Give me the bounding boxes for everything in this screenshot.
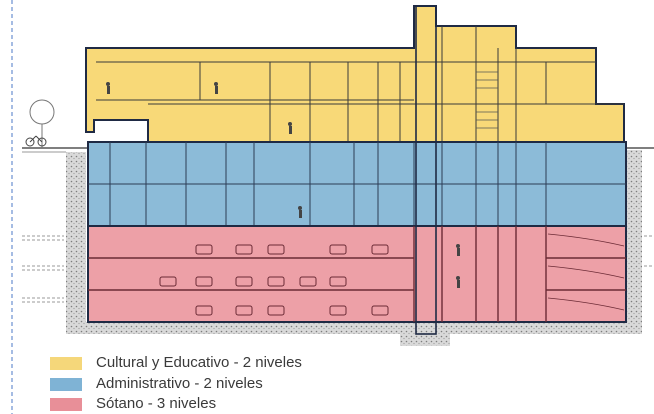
legend-swatch-sotano <box>50 398 82 411</box>
ground-section <box>22 147 654 346</box>
person-icon <box>106 82 460 288</box>
elevator-core <box>415 5 437 335</box>
legend-label-cultural: Cultural y Educativo - 2 niveles <box>96 354 302 371</box>
legend-item-cultural: Cultural y Educativo - 2 niveles <box>50 354 410 372</box>
bicycle-icon <box>25 135 47 147</box>
administrativo-zone <box>87 141 627 227</box>
sotano-zone <box>87 225 627 323</box>
legend-label-administrativo: Administrativo - 2 niveles <box>96 375 263 392</box>
tree-icon <box>29 99 55 148</box>
legend-item-sotano: Sótano - 3 niveles <box>50 395 410 413</box>
dashed-level-marks <box>22 235 654 303</box>
legend-swatch-cultural <box>50 357 82 370</box>
legend-item-administrativo: Administrativo - 2 niveles <box>50 375 410 393</box>
legend-swatch-administrativo <box>50 378 82 391</box>
cultural-zone <box>85 5 625 143</box>
legend-label-sotano: Sótano - 3 niveles <box>96 395 217 412</box>
car-icon <box>159 244 389 316</box>
